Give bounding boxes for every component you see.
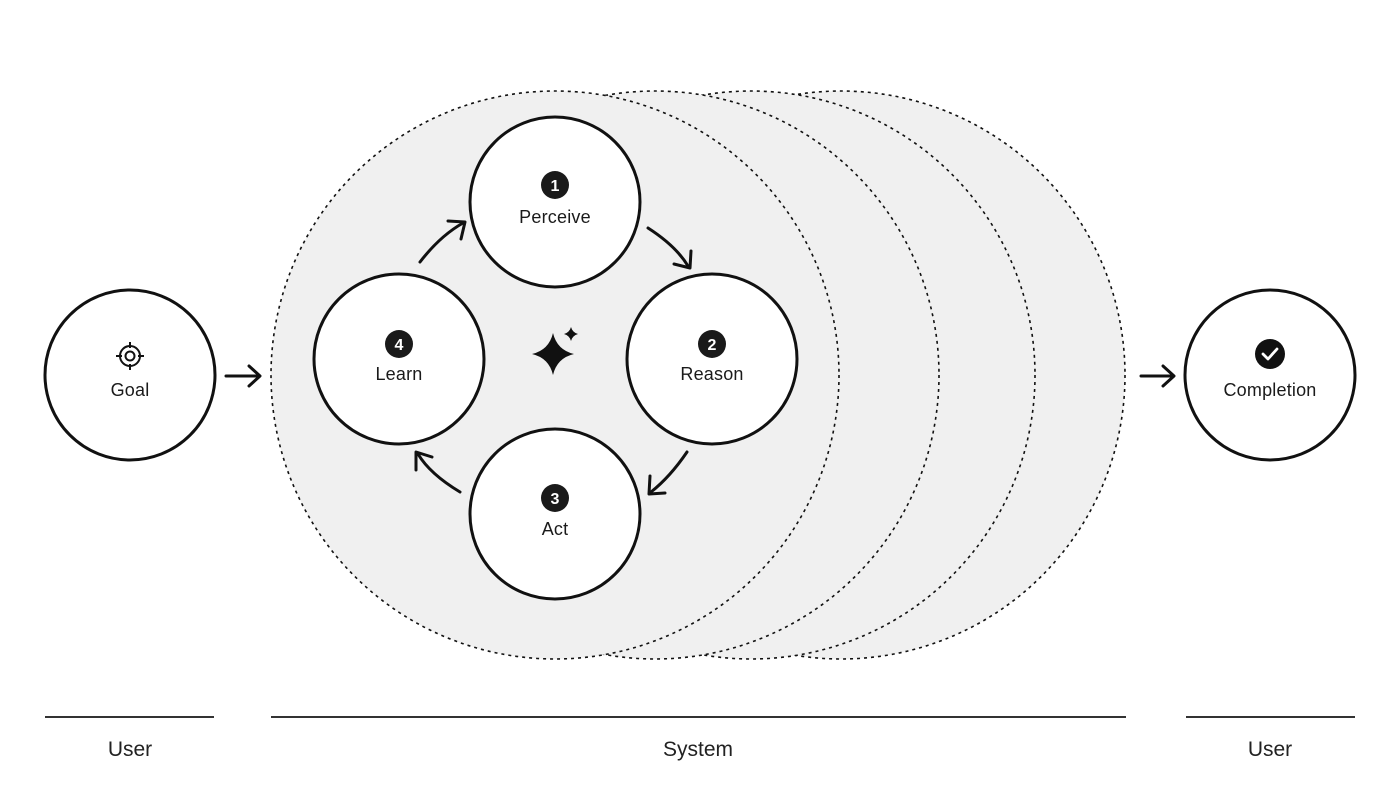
step-badge xyxy=(541,171,569,199)
step-badge xyxy=(385,330,413,358)
step-act: 3 Act xyxy=(468,427,642,601)
lane-user-input: User xyxy=(45,716,214,761)
step-number: 1 xyxy=(551,178,560,195)
cycle-arrows xyxy=(414,219,693,496)
arrow-system-to-completion xyxy=(1139,364,1176,388)
lane-label: System xyxy=(663,738,733,761)
completion-node: Completion xyxy=(1183,288,1357,462)
lane-user-output: User xyxy=(1186,716,1355,761)
arrow-learn-to-perceive xyxy=(418,219,467,264)
goal-node: Goal xyxy=(43,288,217,462)
arrow-reason-to-act xyxy=(647,450,689,496)
step-number: 4 xyxy=(395,337,404,354)
lane-label: User xyxy=(108,738,152,761)
step-number: 3 xyxy=(551,491,560,508)
sparkle-icon xyxy=(532,327,578,375)
arrow-act-to-learn xyxy=(414,450,462,494)
step-label: Learn xyxy=(375,364,422,384)
iteration-circle-front xyxy=(270,90,840,660)
step-learn: 4 Learn xyxy=(312,272,486,446)
lane-label: User xyxy=(1248,738,1292,761)
step-number: 2 xyxy=(708,337,717,354)
lane-system: System xyxy=(271,716,1126,761)
arrow-goal-to-system xyxy=(224,364,262,388)
completion-label: Completion xyxy=(1223,380,1316,400)
step-label: Act xyxy=(542,519,569,539)
step-badge xyxy=(698,330,726,358)
target-icon xyxy=(116,342,144,370)
check-circle-icon xyxy=(1255,339,1285,369)
step-perceive: 1 Perceive xyxy=(468,115,642,289)
goal-label: Goal xyxy=(111,380,150,400)
step-badge xyxy=(541,484,569,512)
step-label: Perceive xyxy=(519,207,591,227)
arrow-perceive-to-reason xyxy=(646,226,693,270)
step-label: Reason xyxy=(680,364,743,384)
step-reason: 2 Reason xyxy=(625,272,799,446)
